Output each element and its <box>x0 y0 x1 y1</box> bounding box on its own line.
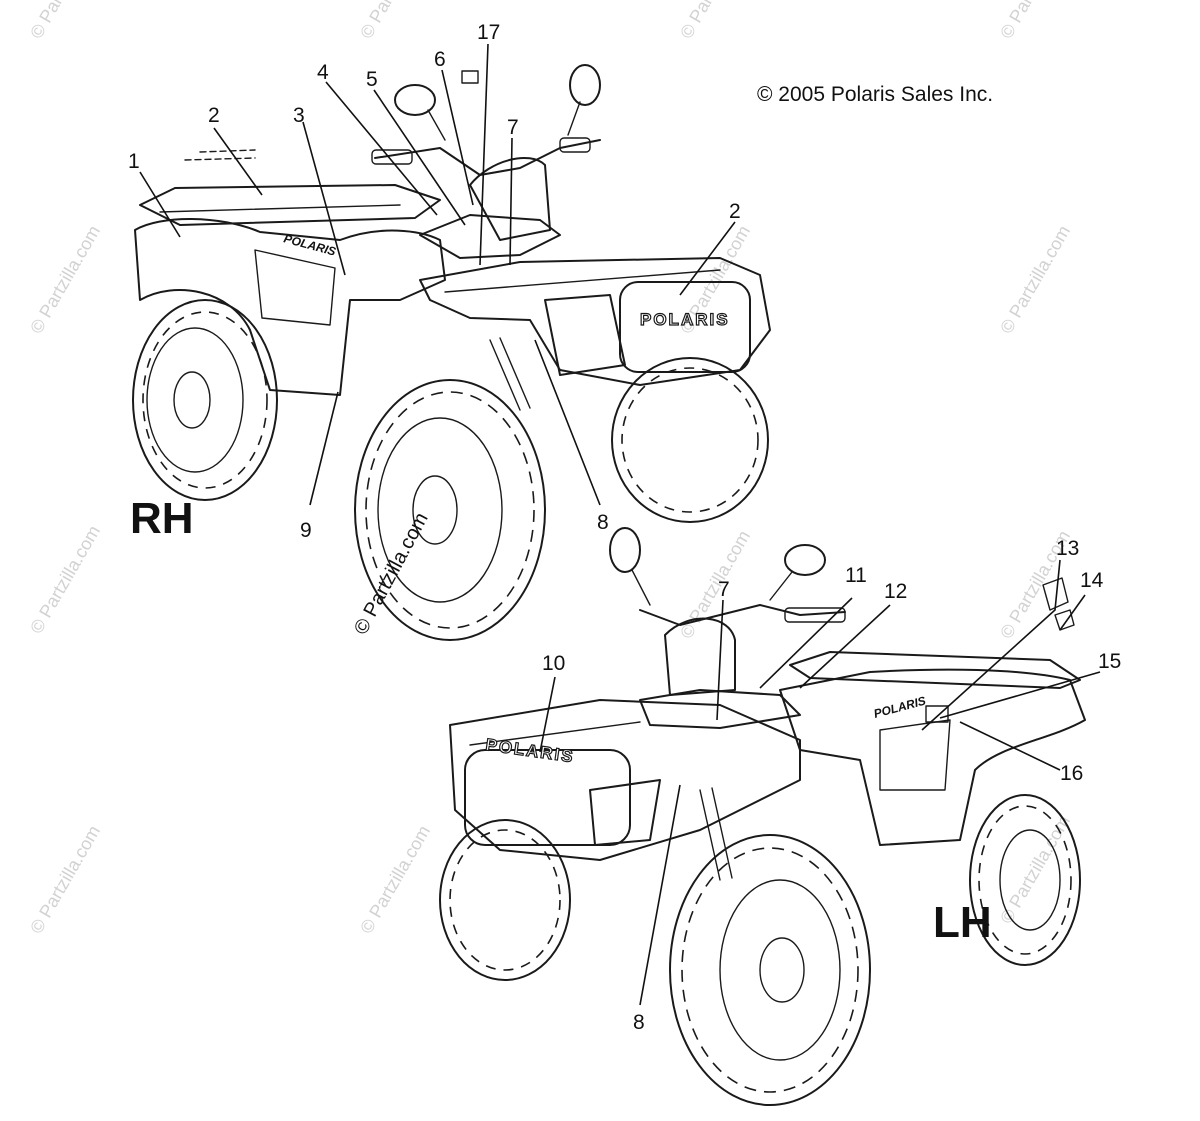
leader-2b <box>679 221 736 296</box>
decal-17-outline <box>461 70 479 84</box>
callout-14: 14 <box>1080 569 1104 592</box>
callout-2: 2 <box>208 104 220 127</box>
rh-right-mirror <box>569 64 601 106</box>
rh-far-wheel <box>611 357 769 523</box>
callout-10: 10 <box>542 652 565 675</box>
decal-14-outline <box>1054 609 1075 631</box>
watermark: © Partzilla.com <box>996 812 1074 927</box>
callout-3: 3 <box>293 104 305 127</box>
lh-rear-fender <box>779 668 1086 846</box>
watermark: © Partzilla.com <box>356 0 434 42</box>
rh-view-label: RH <box>130 494 194 543</box>
center-watermark: © Partzilla.com <box>350 509 433 638</box>
lh-front-body <box>449 699 801 861</box>
callout-labels: 1 2 3 4 5 6 17 7 2 9 8 7 11 12 13 14 15 … <box>128 21 1121 1034</box>
leader-2a <box>213 127 263 196</box>
rh-rear-rack <box>139 184 441 226</box>
watermark: © Partzilla.com <box>26 222 104 337</box>
lh-windshield <box>664 617 736 696</box>
lh-far-wheel <box>439 819 571 981</box>
rh-front-wheel <box>354 379 546 641</box>
leader-1 <box>139 171 181 238</box>
leader-11 <box>759 597 853 689</box>
lh-hood-brand: POLARIS <box>484 735 575 766</box>
atv-lh-view: POLARIS POLARIS <box>439 527 1086 1106</box>
callout-4: 4 <box>317 61 329 84</box>
leader-6 <box>441 69 474 206</box>
watermark: © Partzilla.com <box>996 222 1074 337</box>
copyright-text: © 2005 Polaris Sales Inc. <box>757 83 993 106</box>
lh-handlebar <box>639 604 846 626</box>
watermark: © Partzilla.com <box>26 0 104 42</box>
rh-front-body <box>419 257 771 386</box>
lh-left-mirror <box>609 527 641 573</box>
watermark: © Partzilla.com <box>676 527 754 642</box>
callout-8: 8 <box>633 1011 645 1034</box>
leader-8a <box>534 339 601 506</box>
lh-fender-decal <box>925 705 949 723</box>
lh-front-grille <box>464 749 631 846</box>
watermark: © Partzilla.com <box>26 822 104 937</box>
watermark-layer: © Partzilla.com © Partzilla.com © Partzi… <box>26 0 1074 937</box>
rh-pod <box>469 156 551 241</box>
leader-8b <box>639 784 681 1006</box>
callout-7: 7 <box>718 578 730 601</box>
rh-rear-wheel <box>132 299 278 501</box>
watermark: © Partzilla.com <box>26 522 104 637</box>
leader-7b <box>716 599 724 721</box>
callout-17: 17 <box>477 21 500 44</box>
decal-13-outline <box>1042 577 1069 611</box>
leader-9 <box>309 391 339 506</box>
watermark: © Partzilla.com <box>356 822 434 937</box>
callout-12: 12 <box>884 580 907 603</box>
leader-5 <box>373 89 466 226</box>
rh-polaris-decal: POLARIS <box>282 231 337 258</box>
callout-9: 9 <box>300 519 312 542</box>
rh-front-grille <box>619 281 751 373</box>
watermark: © Partzilla.com <box>676 0 754 42</box>
leader-16 <box>959 721 1061 771</box>
leader-15 <box>939 671 1101 719</box>
leader-10 <box>539 676 556 753</box>
leader-7a <box>509 137 513 266</box>
rh-seat <box>419 214 561 259</box>
callout-15: 15 <box>1098 650 1121 673</box>
leader-17 <box>479 43 489 266</box>
decal-2-outline <box>184 149 256 161</box>
leader-13 <box>921 559 1061 731</box>
callout-6: 6 <box>434 48 446 71</box>
rh-hood-brand: POLARIS <box>640 310 730 329</box>
callout-11: 11 <box>845 564 867 587</box>
lh-polaris-decal: POLARIS <box>872 694 927 721</box>
lh-rear-wheel <box>969 794 1081 966</box>
callout-1: 1 <box>128 150 140 173</box>
rh-left-mirror <box>394 84 436 116</box>
rh-headlight <box>544 294 626 376</box>
leader-14 <box>1059 594 1086 631</box>
lh-seat <box>639 689 801 729</box>
callout-13: 13 <box>1056 537 1079 560</box>
lh-view-label: LH <box>933 898 992 947</box>
callout-7: 7 <box>507 116 519 139</box>
lh-headlight <box>589 779 661 846</box>
lh-front-shock <box>699 787 733 881</box>
leader-12 <box>799 604 891 689</box>
leader-3 <box>302 121 346 276</box>
callout-5: 5 <box>366 68 378 91</box>
leader-lines <box>139 43 1101 1006</box>
lh-right-mirror <box>784 544 826 576</box>
callout-16: 16 <box>1060 762 1083 785</box>
atv-rh-view: POLARIS POLARIS <box>132 64 771 641</box>
rh-front-shock <box>489 337 531 411</box>
lh-front-wheel <box>669 834 871 1106</box>
leader-4 <box>325 81 438 216</box>
rh-handlebar <box>374 139 601 176</box>
callout-8: 8 <box>597 511 609 534</box>
watermark: © Partzilla.com <box>996 0 1074 42</box>
callout-2: 2 <box>729 200 741 223</box>
